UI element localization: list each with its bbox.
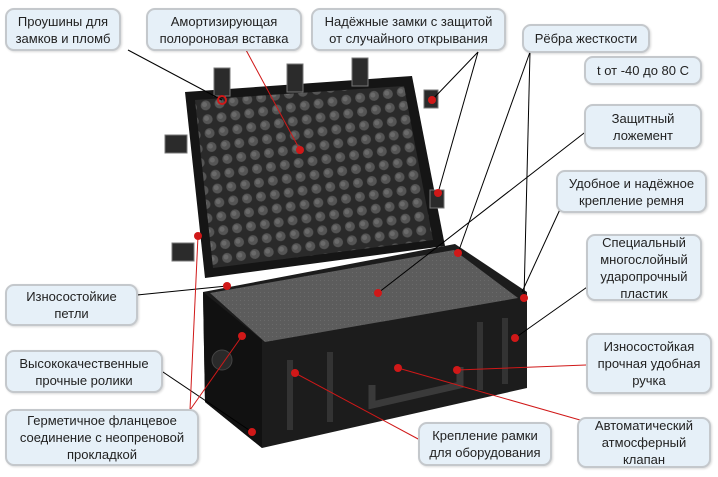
label-plastic: Специальный многослойный ударопрочный пл… [586, 234, 702, 301]
label-locks: Надёжные замки с защитой от случайного о… [311, 8, 506, 51]
label-strap-mount: Удобное и надёжное крепление ремня [556, 170, 707, 213]
case-base [203, 244, 527, 448]
callout-lines [127, 49, 591, 441]
label-hinges: Износостойкие петли [5, 284, 138, 326]
label-valve: Автоматический атмосферный клапан [577, 417, 711, 468]
label-foam-insert: Амортизирующая полороновая вставка [146, 8, 302, 51]
label-temperature: t от -40 до 80 С [584, 56, 702, 85]
label-ribs: Рёбра жесткости [522, 24, 650, 53]
label-seal: Герметичное фланцевое соединение с неопр… [5, 409, 199, 466]
handle [368, 367, 464, 410]
label-eyelets: Проушины для замков и пломб [5, 8, 121, 51]
label-wheels: Высококачественные прочные ролики [5, 350, 163, 393]
label-protective-bed: Защитный ложемент [584, 104, 702, 149]
case-lid [164, 57, 445, 278]
label-handle: Износостойкая прочная удобная ручка [586, 333, 712, 394]
callout-markers [194, 95, 528, 436]
label-frame-mount: Крепление рамки для оборудования [418, 422, 552, 466]
wheel [211, 349, 233, 371]
